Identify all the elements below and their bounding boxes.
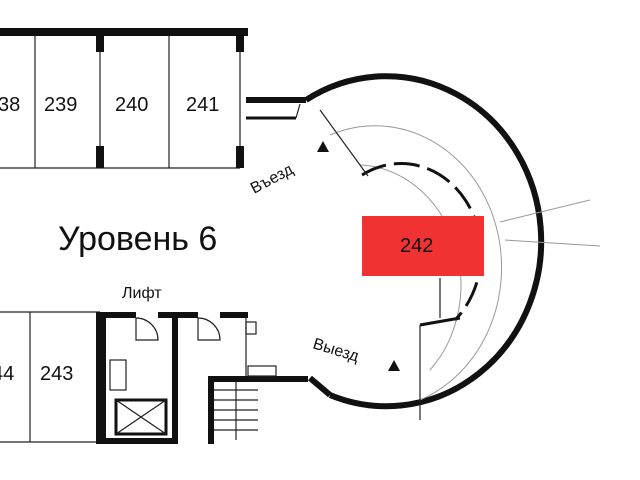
entry-label: Въезд — [248, 161, 297, 198]
top-parking-row: 38 239 240 241 — [0, 28, 248, 169]
core-wall — [96, 312, 106, 444]
ramp-inner-wall — [361, 162, 483, 322]
entry-arrow-icon — [317, 141, 329, 152]
elevator-label: Лифт — [122, 285, 162, 302]
column — [236, 146, 244, 168]
column — [236, 36, 244, 52]
ramp-entry-line — [319, 109, 369, 177]
spot-number: 240 — [115, 94, 148, 116]
elevator-shaft-cross — [115, 399, 167, 435]
spot-number: 38 — [0, 94, 20, 116]
level-title: Уровень 6 — [58, 220, 217, 258]
exit-label: Выезд — [311, 336, 362, 366]
corridor-edge — [295, 103, 301, 119]
spot-number: 243 — [40, 363, 73, 385]
highlighted-spot-area[interactable] — [362, 216, 484, 276]
spiral-ramp — [304, 73, 601, 420]
ramp-corridor — [246, 97, 306, 120]
utility-box — [247, 365, 277, 377]
door-swing-icon — [135, 317, 159, 341]
ramp-section-line — [504, 239, 601, 247]
core-wall — [96, 312, 136, 318]
stair-wall — [208, 376, 308, 382]
column — [96, 146, 104, 168]
utility-box — [245, 321, 257, 335]
door-swing-icon — [197, 317, 221, 341]
core-wall — [96, 438, 178, 444]
spot-242[interactable]: 242 — [362, 216, 484, 276]
ramp-section-line — [499, 199, 591, 223]
highlighted-spot-number: 242 — [400, 235, 433, 257]
elevator-core: Лифт — [96, 285, 308, 444]
ramp-inner-wall — [419, 316, 461, 327]
core-wall — [172, 312, 178, 444]
ramp-guide-line — [329, 125, 503, 401]
stairs-icon — [214, 382, 258, 440]
bottom-parking-row: 44 243 — [0, 311, 100, 443]
core-wall — [220, 312, 248, 318]
utility-box — [109, 359, 127, 391]
exit-marker: Выезд — [311, 336, 400, 371]
ramp-outer-wall-end — [308, 375, 332, 398]
spot-number: 241 — [186, 94, 219, 116]
exit-arrow-icon — [388, 360, 400, 371]
spot-number: 44 — [0, 363, 14, 385]
spot-number: 239 — [44, 94, 77, 116]
stair-wall — [208, 376, 214, 444]
column — [96, 36, 104, 52]
top-row-back-wall — [0, 28, 248, 36]
entry-marker: Въезд — [248, 141, 329, 198]
ramp-outer-wall — [304, 73, 545, 410]
elevator-shaft-icon — [114, 398, 168, 436]
